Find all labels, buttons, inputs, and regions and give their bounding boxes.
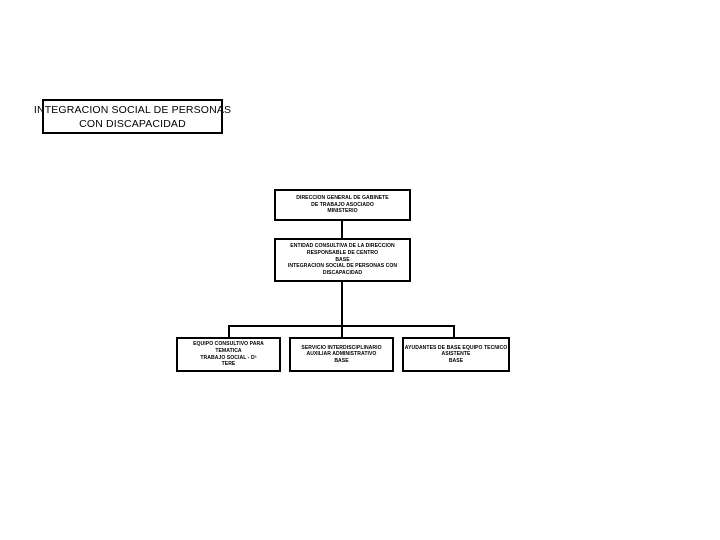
node-servicio-line-1: SERVICIO INTERDISCIPLINARIO: [301, 344, 382, 351]
title-line-2: CON DISCAPACIDAD: [79, 117, 186, 130]
node-ayudantes-base: AYUDANTES DE BASE EQUIPO TECNICO ASISTEN…: [402, 337, 510, 372]
title-line-1: INTEGRACION SOCIAL DE PERSONAS: [33, 103, 232, 116]
connector-direccion-to-entidad: [341, 221, 343, 238]
node-entidad-line-1: ENTIDAD CONSULTIVA DE LA DIRECCION: [290, 243, 395, 249]
node-servicio-line-3: BASE: [334, 357, 349, 364]
connector-drop-servicio: [341, 325, 343, 337]
node-entidad-line-4: INTEGRACION SOCIAL DE PERSONAS CON: [287, 263, 398, 270]
node-entidad-line-3: BASE: [335, 256, 350, 263]
node-equipo-line-1: EQUIPO CONSULTIVO PARA: [193, 341, 264, 348]
node-direccion-line-3: MINISTERIO: [327, 208, 358, 215]
node-equipo-line-3: TRABAJO SOCIAL - Dª: [200, 354, 257, 361]
node-direccion-line-2: DE TRABAJO ASOCIADO: [311, 201, 374, 208]
node-ayudantes-line-1: AYUDANTES DE BASE EQUIPO TECNICO: [404, 344, 508, 351]
node-entidad-line-2: RESPONSABLE DE CENTRO: [306, 249, 379, 256]
connector-drop-equipo: [228, 325, 230, 337]
connector-entidad-down: [341, 282, 343, 327]
node-direccion-general: DIRECCION GENERAL DE GABINETE DE TRABAJO…: [274, 189, 411, 221]
node-entidad-consultiva: ENTIDAD CONSULTIVA DE LA DIRECCION RESPO…: [274, 238, 411, 282]
node-entidad-line-5: DISCAPACIDAD: [322, 270, 363, 277]
connector-drop-ayudantes: [453, 325, 455, 337]
node-servicio-interdisciplinario: SERVICIO INTERDISCIPLINARIO AUXILIAR ADM…: [289, 337, 394, 372]
node-ayudantes-line-3: BASE: [448, 357, 464, 364]
node-servicio-line-2: AUXILIAR ADMINISTRATIVO: [306, 351, 377, 358]
title-box: INTEGRACION SOCIAL DE PERSONAS CON DISCA…: [34, 99, 231, 134]
node-equipo-line-2: TEMATICA: [215, 347, 242, 354]
node-direccion-line-1: DIRECCION GENERAL DE GABINETE: [296, 195, 389, 202]
node-equipo-consultivo: EQUIPO CONSULTIVO PARA TEMATICA TRABAJO …: [176, 337, 281, 372]
node-ayudantes-line-2: ASISTENTE: [441, 351, 471, 358]
node-equipo-line-4: TERE: [221, 361, 236, 368]
